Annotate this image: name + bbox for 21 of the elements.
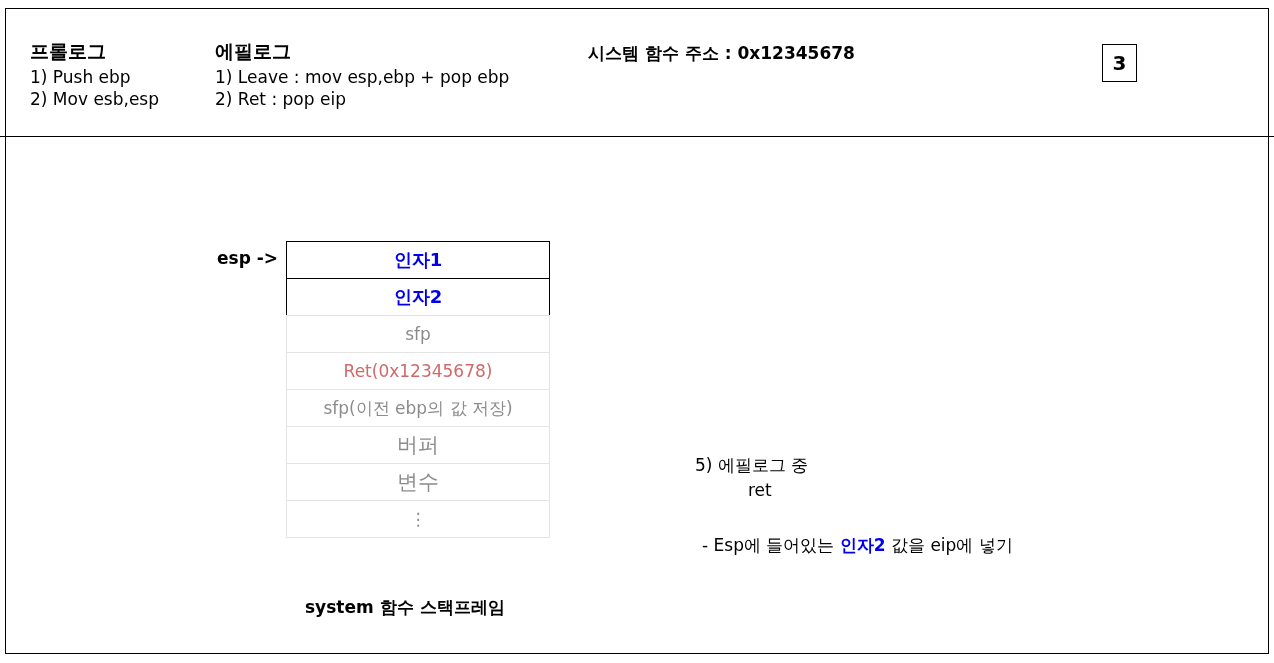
- stack-cell: sfp(이전 ebp의 값 저장): [286, 389, 550, 427]
- number-box: 3: [1102, 44, 1137, 82]
- stack-cell: 인자2: [286, 278, 550, 316]
- stack-cell: 인자1: [286, 241, 550, 279]
- text-line: 2) Ret : pop eip: [215, 88, 346, 110]
- text-line: 1) Leave : mov esp,ebp + pop ebp: [215, 66, 510, 88]
- stack-cell: 버퍼: [286, 426, 550, 464]
- text-line: 5) 에필로그 중: [695, 454, 809, 476]
- heading: 에필로그: [215, 40, 291, 62]
- heading: 시스템 함수 주소 : 0x12345678: [588, 42, 855, 64]
- stack-cell: sfp: [286, 315, 550, 353]
- stack-cell: Ret(0x12345678): [286, 352, 550, 390]
- text-line: ret: [748, 479, 772, 501]
- text-line: 2) Mov esb,esp: [30, 88, 159, 110]
- caption-text: system 함수 스택프레임: [305, 596, 505, 618]
- stack-cell: ⋮: [286, 500, 550, 538]
- text-line: 1) Push ebp: [30, 66, 131, 88]
- stack-cell: 변수: [286, 463, 550, 501]
- pointer-label: esp ->: [217, 247, 279, 269]
- note-text: - Esp에 들어있는 인자2 값을 eip에 넣기: [702, 534, 1013, 556]
- heading: 프롤로그: [30, 40, 106, 62]
